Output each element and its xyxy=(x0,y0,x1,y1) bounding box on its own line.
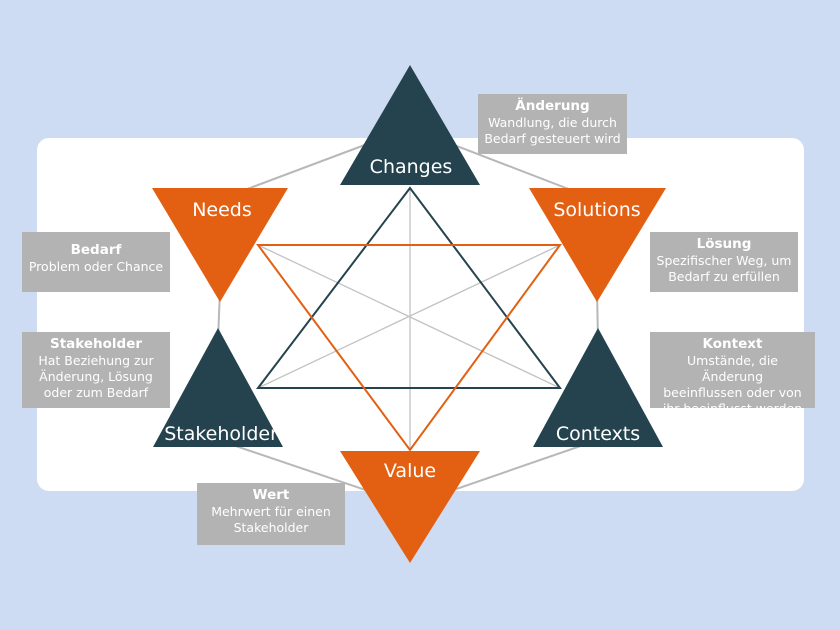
stakeholders-triangle xyxy=(153,328,283,447)
kontext-line: Umstände, die Änderung xyxy=(687,353,778,384)
loesung-line: Spezifischer Weg, um xyxy=(656,253,792,268)
value-label: Value xyxy=(384,460,436,482)
loesung-line: Bedarf zu erfüllen xyxy=(668,269,780,284)
solutions-triangle xyxy=(529,188,666,302)
contexts-label: Contexts xyxy=(556,423,640,445)
aenderung-line: Wandlung, die durch xyxy=(488,115,617,130)
bedarf-title: Bedarf xyxy=(70,242,122,258)
star-triangle-orange xyxy=(256,244,562,452)
aenderung-title: Änderung xyxy=(515,98,590,114)
stakeholder-line: oder zum Bedarf xyxy=(43,385,149,400)
stakeholders-label: Stakeholders xyxy=(164,423,288,445)
contexts-triangle xyxy=(533,328,663,447)
background-panel xyxy=(37,138,804,491)
bedarf-box: Bedarf Problem oder Chance xyxy=(22,232,170,292)
wert-line: Mehrwert für einen xyxy=(211,504,331,519)
star-triangle-dark xyxy=(255,186,562,389)
needs-triangle xyxy=(152,188,288,302)
stakeholder-box: Stakeholder Hat Beziehung zur Änderung, … xyxy=(22,332,170,408)
inner-line-diag-2 xyxy=(257,244,561,389)
bedarf-line: Problem oder Chance xyxy=(28,259,164,274)
stakeholder-line: Hat Beziehung zur xyxy=(38,353,154,368)
stakeholder-title: Stakeholder xyxy=(49,336,143,352)
kontext-line: ihr beeinflusst werden xyxy=(662,401,803,416)
changes-label: Changes xyxy=(370,156,453,178)
solutions-label: Solutions xyxy=(553,199,640,221)
wert-title: Wert xyxy=(252,487,290,503)
loesung-title: Lösung xyxy=(696,236,752,252)
aenderung-box: Änderung Wandlung, die durch Bedarf gest… xyxy=(478,94,627,154)
kontext-title: Kontext xyxy=(702,336,763,352)
needs-label: Needs xyxy=(192,199,252,221)
changes-triangle xyxy=(340,65,480,185)
wert-line: Stakeholder xyxy=(233,520,309,535)
stakeholder-line: Änderung, Lösung xyxy=(39,369,153,384)
kontext-line: beeinflussen oder von xyxy=(663,385,802,400)
loesung-box: Lösung Spezifischer Weg, um Bedarf zu er… xyxy=(650,232,798,292)
value-triangle xyxy=(340,451,480,563)
aenderung-line: Bedarf gesteuert wird xyxy=(484,131,621,146)
wert-box: Wert Mehrwert für einen Stakeholder xyxy=(197,483,345,545)
kontext-box: Kontext Umstände, die Änderung beeinflus… xyxy=(650,332,815,416)
